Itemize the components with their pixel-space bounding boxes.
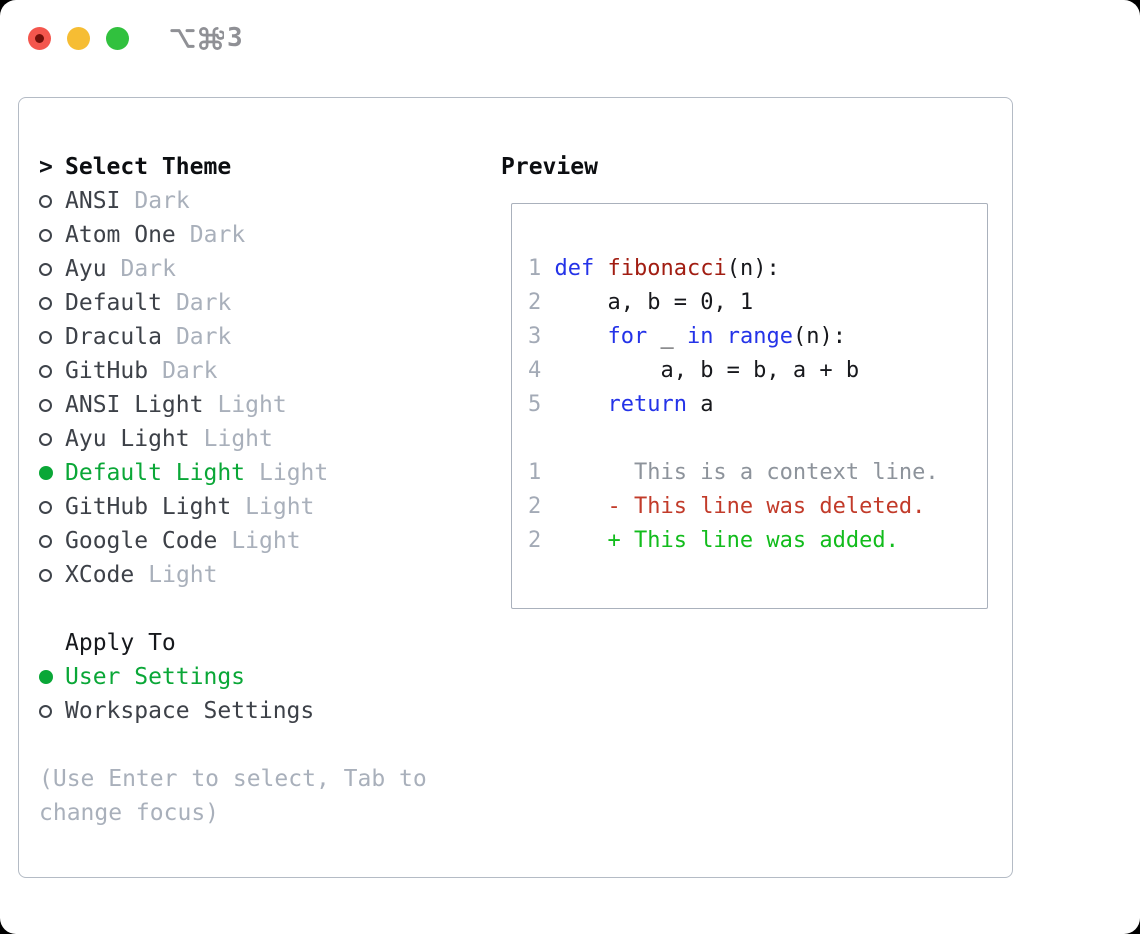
radio-icon — [39, 194, 52, 208]
close-button[interactable] — [28, 26, 51, 50]
theme-name: Default Light — [65, 460, 246, 486]
code-line — [528, 422, 987, 456]
preview-title: Preview — [501, 154, 598, 180]
spacer-row — [39, 592, 427, 626]
theme-name: ANSI — [65, 188, 121, 214]
apply-to-label: User Settings — [65, 664, 246, 690]
window-shortcut: 3 — [169, 25, 243, 52]
theme-name: Dracula — [65, 324, 162, 350]
line-number: 2 — [528, 494, 542, 519]
radio-icon — [39, 534, 52, 548]
line-number: 4 — [528, 358, 542, 383]
theme-option[interactable]: Default Light Light — [39, 456, 427, 490]
theme-option[interactable]: Ayu Dark — [39, 252, 427, 286]
theme-variant: Dark — [189, 222, 246, 248]
shortcut-number: 3 — [227, 23, 243, 53]
theme-variant: Dark — [175, 324, 232, 350]
radio-icon — [39, 704, 52, 718]
theme-option[interactable]: Atom One Dark — [39, 218, 427, 252]
radio-icon — [39, 330, 52, 344]
minimize-button[interactable] — [67, 26, 90, 50]
zoom-button[interactable] — [106, 26, 129, 50]
theme-name: XCode — [65, 562, 135, 588]
hint-text-line1: (Use Enter to select, Tab to — [39, 766, 427, 792]
theme-variant: Dark — [162, 358, 218, 384]
theme-variant: Light — [203, 426, 273, 452]
code-line: 3 for _ in range(n): — [528, 324, 846, 349]
line-number: 5 — [528, 392, 542, 417]
theme-option[interactable]: ANSI Light Light — [39, 388, 427, 422]
line-number: 2 — [528, 290, 542, 315]
radio-selected-icon — [39, 466, 53, 480]
theme-option[interactable]: XCode Light — [39, 558, 427, 592]
radio-icon — [39, 500, 52, 514]
radio-icon — [39, 228, 52, 242]
close-dot-icon — [35, 33, 44, 43]
theme-option[interactable]: GitHub Dark — [39, 354, 427, 388]
diff-line: 2 - This line was deleted. — [528, 494, 926, 519]
select-theme-header: > Select Theme — [39, 150, 427, 184]
code-line: 5 return a — [528, 392, 714, 417]
hint-text-line2: change focus) — [39, 800, 220, 826]
theme-name: Google Code — [65, 528, 218, 554]
selection-caret: > — [39, 154, 53, 180]
theme-option[interactable]: Google Code Light — [39, 524, 427, 558]
apply-to-option[interactable]: Workspace Settings — [39, 694, 427, 728]
code-line: 2 a, b = 0, 1 — [528, 290, 754, 315]
preview-box: 1 def fibonacci(n): 2 a, b = 0, 1 3 for _ … — [511, 203, 988, 609]
radio-icon — [39, 262, 52, 276]
theme-option[interactable]: Ayu Light Light — [39, 422, 427, 456]
preview-code: 1 def fibonacci(n): 2 a, b = 0, 1 3 for _ … — [528, 252, 987, 558]
theme-name: GitHub — [65, 358, 149, 384]
apply-to-option[interactable]: User Settings — [39, 660, 427, 694]
spacer-row — [39, 728, 427, 762]
theme-variant: Light — [231, 528, 301, 554]
titlebar: 3 — [28, 25, 243, 52]
theme-option[interactable]: Dracula Dark — [39, 320, 427, 354]
theme-name: Atom One — [65, 222, 176, 248]
radio-icon — [39, 296, 52, 310]
apply-to-header: Apply To — [39, 626, 427, 660]
theme-option[interactable]: GitHub Light Light — [39, 490, 427, 524]
theme-name: GitHub Light — [65, 494, 232, 520]
code-line: 4 a, b = b, a + b — [528, 358, 860, 383]
diff-line: 2 + This line was added. — [528, 528, 899, 553]
theme-name: Ayu Light — [65, 426, 190, 452]
line-number: 1 — [528, 256, 542, 281]
line-number: 3 — [528, 324, 542, 349]
apply-to-title: Apply To — [65, 630, 176, 656]
theme-option[interactable]: ANSI Dark — [39, 184, 427, 218]
theme-name: Ayu — [65, 256, 107, 282]
command-key-icon — [199, 26, 224, 50]
radio-icon — [39, 364, 52, 378]
option-key-icon — [170, 28, 195, 48]
theme-variant: Light — [217, 392, 287, 418]
radio-icon — [39, 432, 52, 446]
theme-variant: Dark — [175, 290, 232, 316]
radio-icon — [39, 568, 52, 582]
theme-variant: Light — [148, 562, 218, 588]
theme-variant: Light — [245, 494, 315, 520]
code-line: 1 def fibonacci(n): — [528, 256, 780, 281]
select-theme-title: Select Theme — [65, 154, 232, 180]
radio-selected-icon — [39, 670, 53, 684]
line-number: 2 — [528, 528, 542, 553]
theme-variant: Light — [259, 460, 329, 486]
theme-variant: Dark — [134, 188, 190, 214]
theme-option[interactable]: Default Dark — [39, 286, 427, 320]
apply-to-label: Workspace Settings — [65, 698, 315, 724]
diff-line: 1 This is a context line. — [528, 460, 939, 485]
theme-name: Default — [65, 290, 162, 316]
theme-name: ANSI Light — [65, 392, 204, 418]
line-number: 1 — [528, 460, 542, 485]
theme-variant: Dark — [120, 256, 176, 282]
radio-icon — [39, 398, 52, 412]
